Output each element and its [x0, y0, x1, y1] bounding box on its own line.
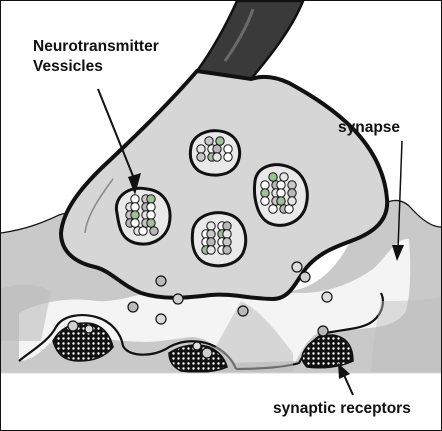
- vesicle-molecule: [223, 230, 231, 238]
- vesicle-molecule: [131, 195, 139, 203]
- vesicle-molecule: [207, 246, 215, 254]
- axon: [197, 1, 303, 79]
- vesicle-molecule: [147, 195, 155, 203]
- neurotransmitter-label-line1: Neurotransmitter: [33, 37, 159, 57]
- vesicle-molecule: [269, 205, 277, 213]
- vesicle-molecule: [280, 173, 288, 181]
- vesicle-molecule: [150, 227, 158, 235]
- vesicle-molecule: [131, 203, 139, 211]
- vesicle-sac: [192, 213, 245, 266]
- vesicle-sac: [116, 188, 170, 244]
- vesicle-molecule: [197, 145, 205, 153]
- vesicle-molecule: [216, 137, 224, 145]
- vesicle-molecule: [261, 181, 269, 189]
- vesicle-molecule: [223, 222, 231, 230]
- vesicle-sac: [190, 131, 239, 175]
- vesicle-molecule: [269, 173, 277, 181]
- vesicle-molecule: [213, 145, 221, 153]
- vesicle-molecule: [288, 189, 296, 197]
- vesicle-molecule: [147, 211, 155, 219]
- vesicle-molecule: [277, 189, 285, 197]
- synaptic-receptors-label: synaptic receptors: [273, 399, 411, 419]
- vesicle-molecule: [213, 153, 221, 161]
- vesicle-molecule: [277, 197, 285, 205]
- vesicle-molecule: [277, 181, 285, 189]
- vesicle-molecule: [288, 197, 296, 205]
- vesicle-molecule: [207, 222, 215, 230]
- vesicle-molecule: [224, 153, 232, 161]
- vesicle-molecule: [288, 181, 296, 189]
- neurotransmitter-vesicles-label: Neurotransmitter Vessicles: [33, 37, 159, 77]
- vesicle-molecule: [197, 153, 205, 161]
- vesicle-molecule: [139, 227, 147, 235]
- vesicle-molecule: [205, 137, 213, 145]
- vesicle-molecule: [207, 238, 215, 246]
- vesicle-molecule: [147, 219, 155, 227]
- vesicle-molecule: [261, 189, 269, 197]
- vesicle-molecule: [223, 246, 231, 254]
- vesicle-molecule: [224, 145, 232, 153]
- vesicle-sac: [255, 165, 308, 226]
- vesicle-molecule: [131, 211, 139, 219]
- neurotransmitter-label-line2: Vessicles: [33, 57, 159, 77]
- vesicle-molecule: [147, 203, 155, 211]
- synapse-label: synapse: [338, 118, 400, 138]
- vesicle-molecule: [285, 205, 293, 213]
- vesicle-molecule: [223, 238, 231, 246]
- vesicle-molecule: [261, 197, 269, 205]
- vesicle-molecule: [207, 230, 215, 238]
- vesicle-molecule: [131, 219, 139, 227]
- postsynaptic-shade-3: [371, 297, 441, 373]
